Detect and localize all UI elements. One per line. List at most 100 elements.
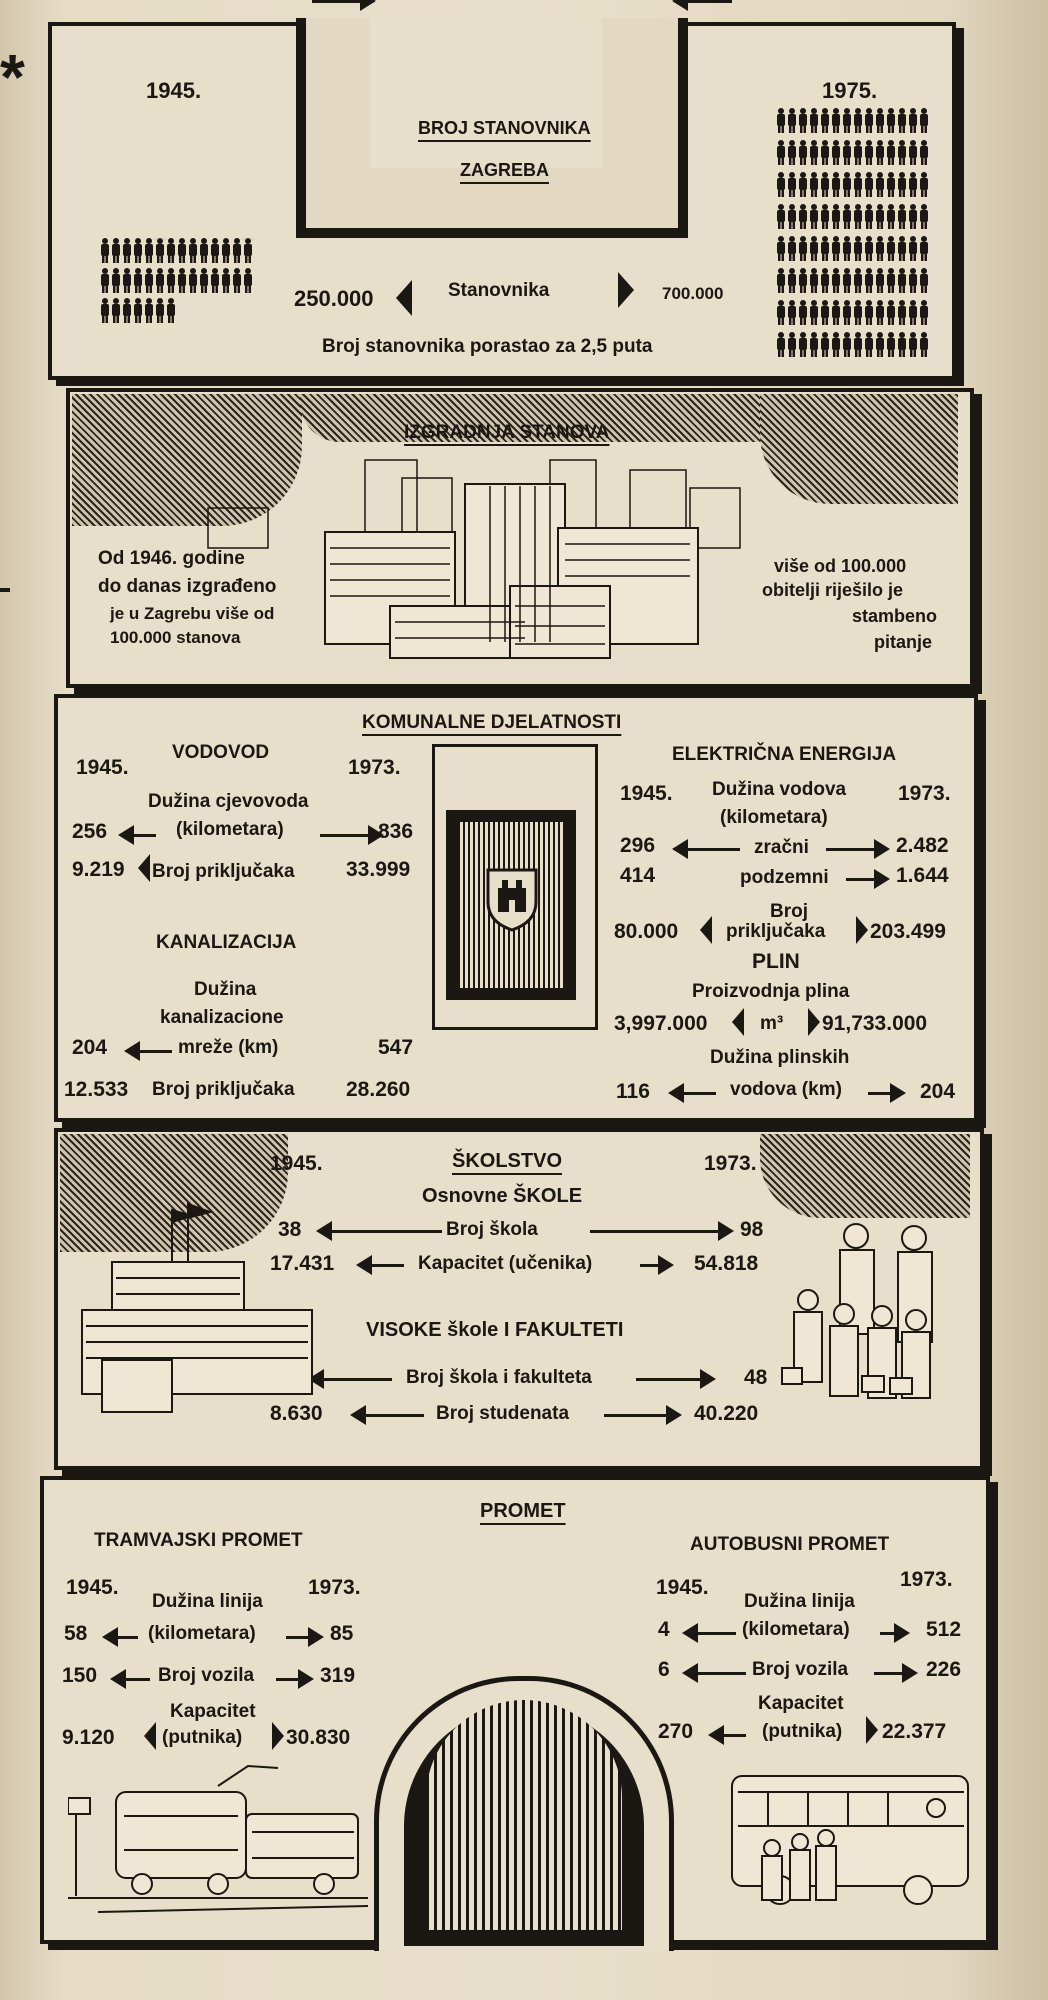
sewer-length-right-arrow [312,0,376,11]
schools-count-label: Broj škola [446,1219,538,1240]
sewer-length-label: Dužina [194,979,257,1000]
tram-vehicles-left-arrow [110,1669,150,1689]
water-year-1973: 1973. [348,756,401,779]
housing-left-line1: Od 1946. godine [98,548,245,569]
tram-title: TRAMVAJSKI PROMET [94,1530,303,1551]
tram-length-1945: 58 [64,1622,88,1645]
transport-title: PROMET [480,1500,566,1522]
bus-capacity-1945: 270 [658,1720,694,1743]
schools-cap-left-arrow [356,1255,404,1275]
bus-vehicles-right-arrow [874,1663,918,1683]
schools-count-1945: 38 [278,1218,302,1241]
electric-under-left-arrow [672,0,732,11]
schools-year-1945: 1945. [270,1152,323,1175]
electric-air-label: zračni [754,837,809,858]
utilities-title: KOMUNALNE DJELATNOSTI [362,712,622,733]
sewer-length-1973: 547 [378,1036,414,1059]
gas-length-1973: 204 [920,1080,956,1103]
schools-sky-right [760,1134,970,1218]
tram-capacity-1973: 30.830 [286,1726,351,1749]
tram-capacity-left-arrow [144,1722,156,1750]
electric-title: ELEKTRIČNA ENERGIJA [672,744,897,765]
population-title-line2: ZAGREBA [460,160,549,180]
year-1975-population: 1975. [822,78,878,103]
housing-left-line3: je u Zagrebu više od [110,604,275,623]
housing-sky-top [300,394,820,442]
bus-length-1945: 4 [658,1618,670,1641]
sewer-length-label3: mreže (km) [178,1037,279,1058]
water-length-unit: (kilometara) [176,819,284,840]
tram-year-1945: 1945. [66,1576,119,1599]
electric-conn-right-arrow [856,916,868,944]
bus-year-1945: 1945. [656,1576,709,1599]
housing-sky-right [760,394,958,504]
housing-right-line2: obitelji riješilo je [762,580,904,600]
bus-capacity-unit: (putnika) [762,1721,843,1742]
bus-illustration [731,1775,969,1905]
electric-under-1973: 1.644 [896,864,949,887]
school-building-illustration [81,1202,313,1413]
sewer-length-1945: 204 [72,1036,108,1059]
gas-production-unit: m³ [760,1013,784,1034]
schools-cap-1973: 54.818 [694,1252,759,1275]
higher-count-1973: 48 [744,1366,768,1389]
population-growth-note: Broj stanovnika porastao za 2,5 puta [322,336,653,357]
tram-year-1973: 1973. [308,1576,361,1599]
schools-count-right-arrow [590,1221,734,1241]
bus-vehicles-1973: 226 [926,1658,962,1681]
housing-right-line4: pitanje [874,632,933,652]
margin-mark [0,588,10,592]
students-right-arrow [604,1405,682,1425]
electric-length-label: Dužina vodova [712,779,847,800]
primary-schools-title: Osnovne ŠKOLE [422,1185,583,1207]
higher-schools-title: VISOKE škole I FAKULTETI [366,1319,624,1341]
bus-capacity-right-arrow [866,1716,878,1744]
water-conn-1973: 33.999 [346,858,411,881]
gas-production-label: Proizvodnja plina [692,981,850,1002]
electric-conn-1973: 203.499 [870,920,946,943]
gas-production-1973: 91,733.000 [822,1012,928,1035]
water-length-1973: 836 [378,820,414,843]
gas-length-label: Dužina plinskih [710,1047,850,1068]
tram-capacity-unit: (putnika) [162,1727,243,1748]
higher-count-label: Broj škola i fakulteta [406,1367,592,1388]
higher-count-left-arrow [308,1369,392,1389]
electric-conn-1945: 80.000 [614,920,679,943]
students-1973: 40.220 [694,1402,759,1425]
housing-right-line1: više od 100.000 [774,556,907,576]
population-title-line1: BROJ STANOVNIKA [418,118,591,138]
sewer-title: KANALIZACIJA [156,932,297,953]
tram-length-unit: (kilometara) [148,1623,256,1644]
electric-conn-label: Broj [770,901,808,922]
tram-length-1973: 85 [330,1622,354,1645]
population-1945-crowd [101,238,252,323]
tram-capacity-1945: 9.120 [62,1726,115,1749]
bus-vehicles-1945: 6 [658,1658,670,1681]
electric-under-right-arrow [846,869,890,889]
bus-length-right-arrow [880,1623,910,1643]
students-1945: 8.630 [270,1402,323,1425]
electric-conn-left-arrow [700,916,712,944]
sewer-conn-1973: 28.260 [346,1078,411,1101]
tram-length-left-arrow [102,1627,138,1647]
electric-under-1945: 414 [620,864,656,887]
water-title: VODOVOD [172,742,270,763]
electric-air-left-arrow [672,839,740,859]
electric-air-1945: 296 [620,834,656,857]
asterisk-mark: * [0,41,25,113]
tram-illustration [68,1764,368,1913]
higher-count-right-arrow [636,1369,716,1389]
gas-production-left-arrow [732,1008,744,1036]
water-length-right-arrow [320,825,384,845]
bus-capacity-left-arrow [708,1725,746,1745]
housing-right-line3: stambeno [852,606,938,626]
electric-conn-label2: priključaka [726,921,826,942]
tram-capacity-label: Kapacitet [170,1701,256,1722]
electric-year-1973: 1973. [898,782,951,805]
electric-air-1973: 2.482 [896,834,949,857]
students-label: Broj studenata [436,1403,570,1424]
population-1945-value: 250.000 [294,286,374,311]
bus-vehicles-left-arrow [682,1663,746,1683]
tram-vehicles-1973: 319 [320,1664,356,1687]
tram-vehicles-1945: 150 [62,1664,98,1687]
